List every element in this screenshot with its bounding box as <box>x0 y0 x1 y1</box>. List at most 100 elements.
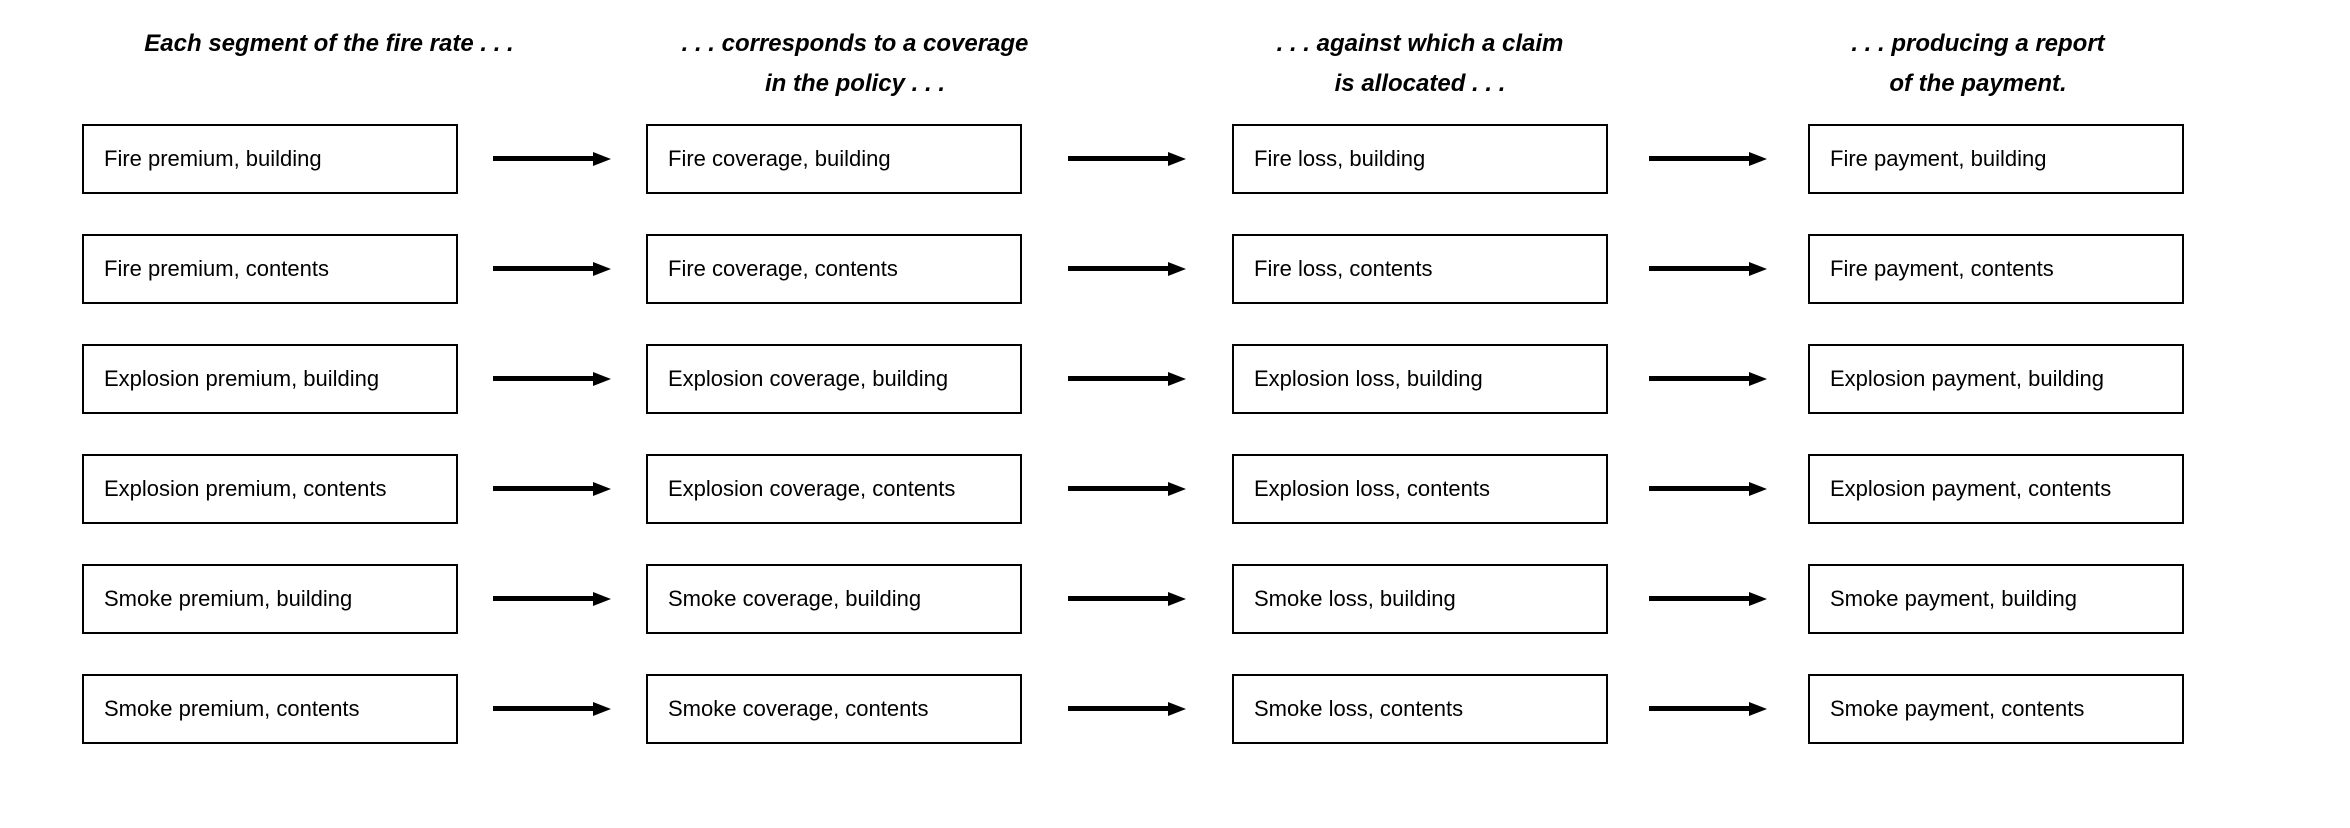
right-arrow-icon <box>1649 152 1767 166</box>
flow-box: Smoke premium, building <box>82 564 458 634</box>
header-line: of the payment. <box>1889 70 2067 97</box>
header-line: . . . against which a claim <box>1276 30 1564 57</box>
flow-box: Explosion payment, contents <box>1808 454 2184 524</box>
flow-box-label: Explosion payment, building <box>1830 366 2104 391</box>
right-arrow-icon <box>1649 702 1767 716</box>
flow-box-label: Smoke loss, building <box>1254 586 1456 611</box>
flow-box: Fire payment, contents <box>1808 234 2184 304</box>
right-arrow-icon <box>1068 592 1186 606</box>
flow-box-label: Smoke coverage, building <box>668 586 922 611</box>
right-arrow-icon <box>1068 372 1186 386</box>
flow-box-label: Fire premium, building <box>104 146 322 171</box>
column-header-claim: . . . against which a claim is allocated… <box>1277 24 1564 104</box>
flow-box-label: Explosion coverage, contents <box>668 476 956 501</box>
flow-box-label: Smoke premium, contents <box>104 696 360 721</box>
right-arrow-icon <box>1068 702 1186 716</box>
arrow-shaft <box>1649 266 1753 271</box>
flow-box-label: Smoke loss, contents <box>1254 696 1464 721</box>
flow-box-label: Fire coverage, contents <box>668 256 898 281</box>
right-arrow-icon <box>1068 482 1186 496</box>
flow-box: Fire coverage, building <box>646 124 1022 194</box>
arrow-head <box>1749 372 1767 386</box>
right-arrow-icon <box>1649 262 1767 276</box>
right-arrow-icon <box>493 592 611 606</box>
header-line: is allocated . . . <box>1334 70 1506 97</box>
header-line: Each segment of the fire rate . . . <box>144 30 514 57</box>
arrow-head <box>1168 702 1186 716</box>
flow-box: Explosion payment, building <box>1808 344 2184 414</box>
flow-box: Smoke loss, contents <box>1232 674 1608 744</box>
flow-box-label: Fire loss, contents <box>1254 256 1433 281</box>
flow-box: Explosion loss, building <box>1232 344 1608 414</box>
header-line: . . . producing a report <box>1851 30 2105 57</box>
flow-box: Fire coverage, contents <box>646 234 1022 304</box>
arrow-head <box>593 372 611 386</box>
arrow-shaft <box>1068 596 1172 601</box>
arrow-shaft <box>1649 706 1753 711</box>
arrow-shaft <box>493 486 597 491</box>
arrow-head <box>1168 152 1186 166</box>
arrow-head <box>1168 482 1186 496</box>
flow-box-label: Smoke coverage, contents <box>668 696 929 721</box>
arrow-head <box>1749 152 1767 166</box>
arrow-shaft <box>1068 486 1172 491</box>
arrow-head <box>1168 262 1186 276</box>
flow-box: Smoke loss, building <box>1232 564 1608 634</box>
flow-box: Smoke payment, contents <box>1808 674 2184 744</box>
arrow-head <box>593 592 611 606</box>
arrow-head <box>593 702 611 716</box>
header-line: in the policy . . . <box>764 70 946 97</box>
flow-box-label: Fire coverage, building <box>668 146 891 171</box>
arrow-head <box>593 262 611 276</box>
header-line: . . . corresponds to a coverage <box>681 30 1029 57</box>
flow-box-label: Explosion coverage, building <box>668 366 949 391</box>
flow-box-label: Smoke payment, building <box>1830 586 2078 611</box>
flow-box-label: Smoke payment, contents <box>1830 696 2085 721</box>
flow-box-label: Explosion premium, contents <box>104 476 387 501</box>
arrow-shaft <box>493 376 597 381</box>
flow-box: Explosion premium, contents <box>82 454 458 524</box>
arrow-shaft <box>1649 376 1753 381</box>
flow-box: Explosion coverage, building <box>646 344 1022 414</box>
right-arrow-icon <box>493 702 611 716</box>
arrow-shaft <box>493 266 597 271</box>
flow-box-label: Fire payment, contents <box>1830 256 2054 281</box>
right-arrow-icon <box>1649 372 1767 386</box>
right-arrow-icon <box>1068 152 1186 166</box>
arrow-shaft <box>1649 596 1753 601</box>
flow-box: Fire loss, contents <box>1232 234 1608 304</box>
arrow-shaft <box>1068 706 1172 711</box>
flow-box: Smoke coverage, contents <box>646 674 1022 744</box>
right-arrow-icon <box>1649 482 1767 496</box>
arrow-shaft <box>1068 266 1172 271</box>
flow-box-label: Explosion loss, contents <box>1254 476 1491 501</box>
flow-box-label: Explosion payment, contents <box>1830 476 2112 501</box>
flow-box: Explosion premium, building <box>82 344 458 414</box>
flow-box-label: Fire premium, contents <box>104 256 329 281</box>
flow-box-label: Fire loss, building <box>1254 146 1426 171</box>
arrow-head <box>1168 592 1186 606</box>
flow-box-label: Explosion premium, building <box>104 366 380 391</box>
arrow-shaft <box>493 156 597 161</box>
flow-box: Explosion loss, contents <box>1232 454 1608 524</box>
flow-box: Smoke coverage, building <box>646 564 1022 634</box>
column-header-payment: . . . producing a report of the payment. <box>1851 24 2104 104</box>
flow-box: Fire loss, building <box>1232 124 1608 194</box>
flow-box: Fire payment, building <box>1808 124 2184 194</box>
arrow-head <box>1749 482 1767 496</box>
arrow-shaft <box>1068 156 1172 161</box>
arrow-head <box>1749 592 1767 606</box>
arrow-head <box>593 482 611 496</box>
right-arrow-icon <box>493 482 611 496</box>
flow-box: Fire premium, building <box>82 124 458 194</box>
arrow-shaft <box>1649 156 1753 161</box>
arrow-shaft <box>493 706 597 711</box>
arrow-head <box>1749 262 1767 276</box>
flow-box: Smoke payment, building <box>1808 564 2184 634</box>
flow-box-label: Fire payment, building <box>1830 146 2047 171</box>
arrow-head <box>1168 372 1186 386</box>
right-arrow-icon <box>493 372 611 386</box>
flow-box: Fire premium, contents <box>82 234 458 304</box>
arrow-head <box>1749 702 1767 716</box>
right-arrow-icon <box>493 262 611 276</box>
